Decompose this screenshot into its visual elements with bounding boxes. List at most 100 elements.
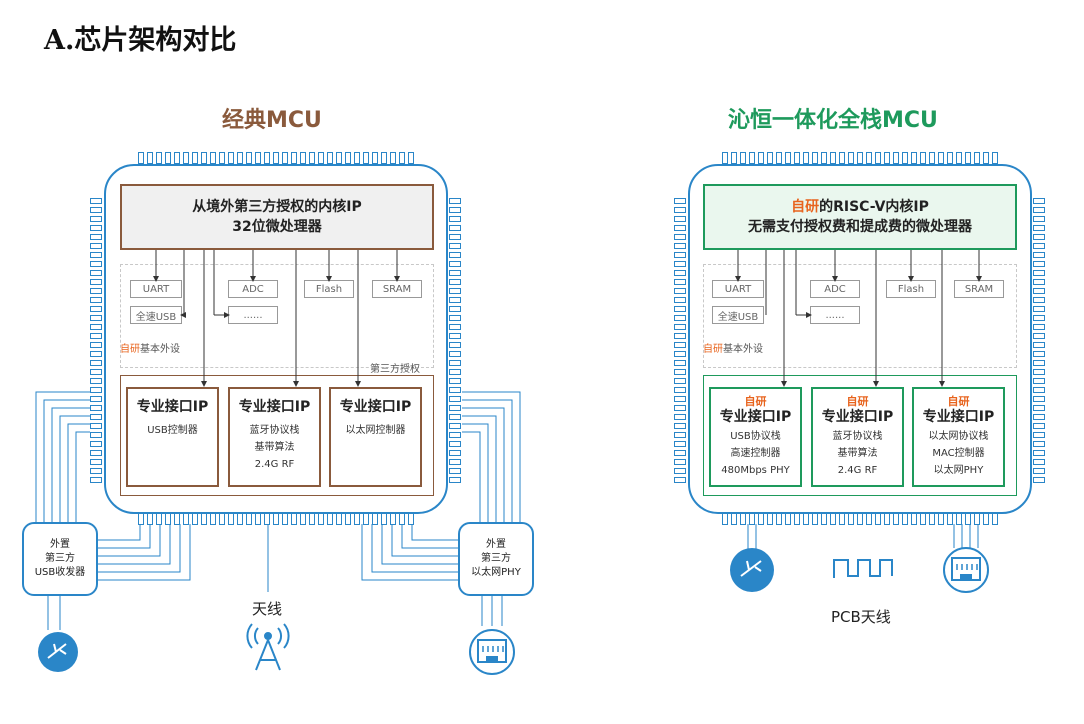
pin: [246, 152, 252, 164]
pin: [449, 414, 461, 420]
pin: [264, 152, 270, 164]
left-peripheral-region: [120, 264, 434, 368]
pin: [821, 152, 827, 164]
pin: [884, 152, 890, 164]
pin: [740, 152, 746, 164]
pin-row-right-right: [1033, 198, 1045, 486]
pin: [90, 387, 102, 393]
pin: [785, 152, 791, 164]
right-ethernet-icon: [943, 547, 989, 593]
pin: [90, 297, 102, 303]
pin: [449, 405, 461, 411]
pin: [1033, 198, 1045, 204]
right-more-box: ......: [810, 306, 860, 324]
pin: [156, 152, 162, 164]
pin: [674, 477, 686, 483]
pin: [90, 243, 102, 249]
pin: [345, 152, 351, 164]
pin: [449, 450, 461, 456]
pin: [758, 152, 764, 164]
pin: [90, 288, 102, 294]
pin: [731, 152, 737, 164]
pin: [674, 405, 686, 411]
pin: [336, 152, 342, 164]
left-usb-icon: [38, 632, 78, 672]
pin: [449, 423, 461, 429]
pin: [183, 152, 189, 164]
pin: [449, 198, 461, 204]
pin: [848, 152, 854, 164]
pin: [1033, 351, 1045, 357]
pin: [147, 152, 153, 164]
pin: [674, 423, 686, 429]
pin: [1033, 414, 1045, 420]
pin: [449, 432, 461, 438]
pin: [90, 351, 102, 357]
pin: [1033, 216, 1045, 222]
pin: [674, 324, 686, 330]
pin: [90, 315, 102, 321]
pin: [674, 252, 686, 258]
pin: [90, 198, 102, 204]
pin: [273, 152, 279, 164]
right-pcb-antenna-icon: [833, 559, 893, 578]
pin: [1033, 459, 1045, 465]
pin: [1033, 432, 1045, 438]
left-usb-traces: [35, 391, 191, 630]
pin: [1033, 252, 1045, 258]
external-ethernet-phy: 外置第三方以太网PHY: [458, 522, 534, 596]
pin: [282, 152, 288, 164]
left-eth-traces: [361, 391, 521, 626]
left-third-party-note: 第三方授权: [370, 364, 420, 375]
right-uart-box: UART: [712, 280, 764, 298]
pin: [90, 405, 102, 411]
pin: [90, 252, 102, 258]
pin: [674, 261, 686, 267]
pin: [1033, 468, 1045, 474]
pin: [90, 432, 102, 438]
right-ip-group: [703, 375, 1017, 496]
pin: [983, 152, 989, 164]
pin: [237, 152, 243, 164]
pin: [219, 152, 225, 164]
pin: [767, 152, 773, 164]
pin: [372, 152, 378, 164]
pin: [1033, 315, 1045, 321]
pin: [911, 152, 917, 164]
pin-row-left-right: [674, 198, 686, 486]
pin: [674, 396, 686, 402]
pin: [309, 152, 315, 164]
left-heading: 经典MCU: [222, 108, 322, 133]
pin: [449, 369, 461, 375]
pin: [1033, 477, 1045, 483]
pin: [866, 152, 872, 164]
pin: [449, 270, 461, 276]
pin: [803, 152, 809, 164]
pin: [674, 297, 686, 303]
pin: [381, 152, 387, 164]
pin: [90, 423, 102, 429]
left-ethernet-icon: [469, 629, 515, 675]
pin: [449, 459, 461, 465]
pin: [674, 216, 686, 222]
pin: [1033, 243, 1045, 249]
pin: [90, 207, 102, 213]
pin-row-right: [449, 198, 461, 486]
pin: [674, 288, 686, 294]
pin: [449, 396, 461, 402]
pin: [90, 477, 102, 483]
pin: [1033, 387, 1045, 393]
pin: [1033, 288, 1045, 294]
pin: [992, 152, 998, 164]
pin: [938, 152, 944, 164]
pin: [449, 477, 461, 483]
pin: [749, 152, 755, 164]
left-bluetooth-ip-card: 专业接口IP 蓝牙协议栈 基带算法 2.4G RF: [228, 387, 321, 487]
pin: [291, 152, 297, 164]
left-cpu-line2: 32位微处理器: [232, 219, 322, 235]
pin: [1033, 360, 1045, 366]
pin: [327, 152, 333, 164]
pin: [674, 225, 686, 231]
pin: [449, 225, 461, 231]
